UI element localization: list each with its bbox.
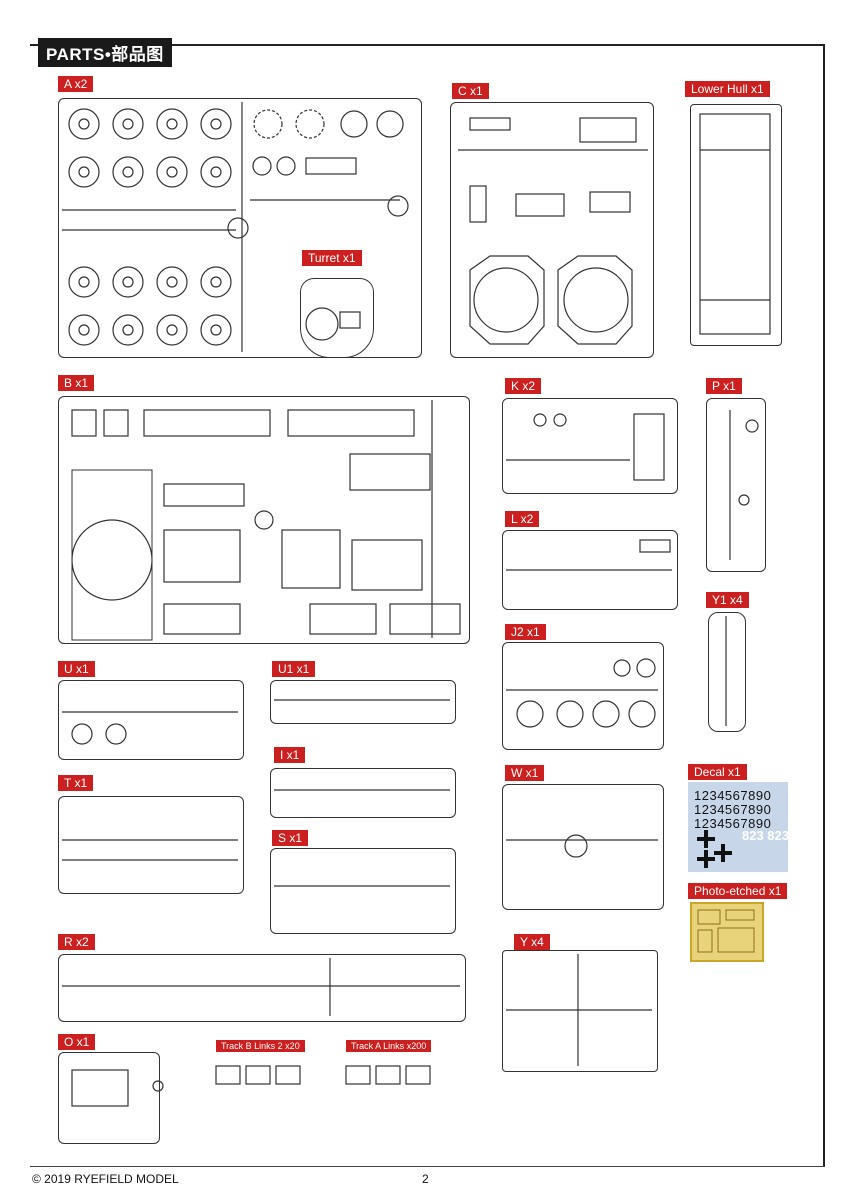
label-sprue-r: R x2 — [58, 934, 95, 950]
sprue-o-frame — [58, 1052, 160, 1144]
sprue-j2-frame — [502, 642, 664, 750]
label-sprue-u: U x1 — [58, 661, 95, 677]
label-turret: Turret x1 — [302, 250, 362, 266]
page-number: 2 — [422, 1172, 429, 1186]
page-frame-top — [30, 44, 825, 46]
photo-etched-sheet — [690, 902, 764, 962]
label-sprue-b: B x1 — [58, 375, 95, 391]
track-links — [215, 1065, 431, 1085]
sprue-c-frame — [450, 102, 654, 358]
label-track-a: Track A Links x200 — [346, 1040, 432, 1052]
page-frame-bottom — [30, 1166, 825, 1167]
label-sprue-p: P x1 — [706, 378, 742, 394]
sprue-t-frame — [58, 796, 244, 894]
label-lower-hull: Lower Hull x1 — [685, 81, 770, 97]
label-photo-etched: Photo-etched x1 — [688, 883, 788, 899]
sprue-s-frame — [270, 848, 456, 934]
label-sprue-a: A x2 — [58, 76, 94, 92]
sprue-w-frame — [502, 784, 664, 910]
label-sprue-k: K x2 — [505, 378, 542, 394]
label-sprue-u1: U1 x1 — [272, 661, 316, 677]
label-sprue-c: C x1 — [452, 83, 489, 99]
sprue-y-frame — [502, 950, 658, 1072]
sprue-u1-frame — [270, 680, 456, 724]
sprue-b-frame — [58, 396, 470, 644]
decal-number-row: 1234567890 — [694, 816, 772, 831]
label-sprue-i: I x1 — [274, 747, 306, 763]
label-decal: Decal x1 — [688, 764, 747, 780]
page-frame-right — [823, 44, 825, 1166]
photo-etched-parts — [697, 909, 755, 953]
parts-header: PARTS•部品图 — [38, 38, 172, 67]
copyright-text: © 2019 RYEFIELD MODEL — [32, 1172, 179, 1186]
label-sprue-o: O x1 — [58, 1034, 96, 1050]
sprue-y1-frame — [708, 612, 746, 732]
sprue-i-frame — [270, 768, 456, 818]
road-wheels-a — [68, 108, 232, 346]
decal-number-row: 1234567890 — [694, 802, 772, 817]
label-sprue-s: S x1 — [272, 830, 309, 846]
label-sprue-w: W x1 — [505, 765, 545, 781]
decal-number-row: 1234567890 — [694, 788, 772, 803]
label-sprue-t: T x1 — [58, 775, 94, 791]
label-sprue-y1: Y1 x4 — [706, 592, 749, 608]
sprue-r-frame — [58, 954, 466, 1022]
label-sprue-l: L x2 — [505, 511, 540, 527]
balkenkreuz-icon — [697, 830, 732, 868]
sprue-u-frame — [58, 680, 244, 760]
decal-tactical-number: 823 823 — [742, 828, 789, 843]
decal-sheet: 1234567890 1234567890 1234567890 — [688, 782, 788, 872]
lower-hull-frame — [690, 104, 782, 346]
sprue-p-frame — [706, 398, 766, 572]
label-sprue-j2: J2 x1 — [505, 624, 546, 640]
label-track-b: Track B Links 2 x20 — [216, 1040, 305, 1052]
label-sprue-y: Y x4 — [514, 934, 550, 950]
